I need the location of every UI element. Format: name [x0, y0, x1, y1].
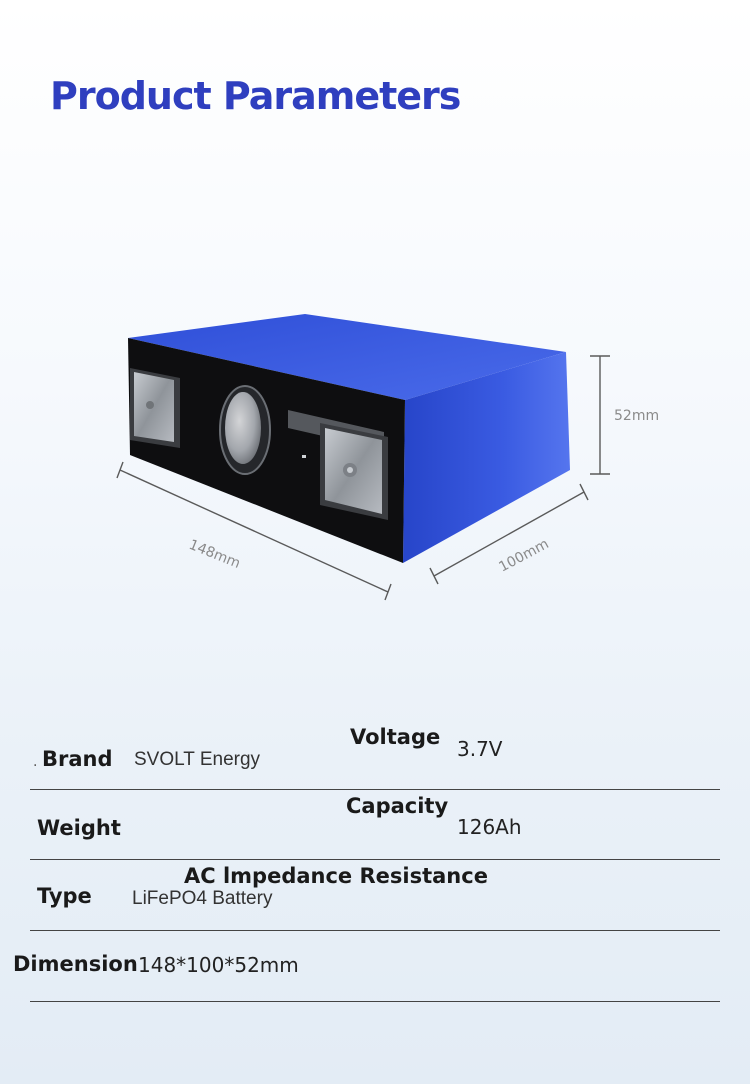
length-dimension-label: 148mm: [187, 537, 243, 572]
row-divider: [30, 859, 720, 860]
type-label: Type: [37, 884, 92, 908]
negative-terminal: [130, 368, 180, 448]
height-dimension: [590, 355, 610, 475]
safety-vent: [219, 385, 306, 475]
type-value: LiFePO4 Battery: [132, 888, 273, 909]
row-divider: [30, 930, 720, 931]
height-dimension-label: 52mm: [614, 408, 659, 424]
parameters-table: · Brand SVOLT Energy Voltage 3.7V Weight…: [0, 710, 750, 1010]
row-divider: [30, 789, 720, 790]
page-title: Product Parameters: [50, 74, 461, 118]
weight-label: Weight: [37, 816, 121, 840]
width-dimension: [429, 483, 589, 585]
width-dimension-label: 100mm: [496, 536, 551, 575]
length-dimension: [116, 461, 392, 601]
battery-side-face: [403, 352, 570, 563]
voltage-value: 3.7V: [457, 737, 503, 761]
impedance-label: AC lmpedance Resistance: [184, 864, 488, 888]
positive-terminal: [288, 410, 388, 520]
bullet-dot: ·: [33, 758, 38, 774]
voltage-label: Voltage: [350, 725, 441, 749]
capacity-label: Capacity: [346, 794, 449, 818]
battery-illustration: 52mm 148mm 100mm: [116, 314, 659, 601]
dimension-label: Dimension: [13, 952, 138, 976]
capacity-value: 126Ah: [457, 815, 522, 839]
brand-value: SVOLT Energy: [134, 749, 261, 770]
brand-label: Brand: [42, 747, 113, 771]
battery-top-face: [128, 314, 566, 400]
dimension-value: 148*100*52mm: [138, 953, 299, 977]
row-divider: [30, 1001, 720, 1002]
